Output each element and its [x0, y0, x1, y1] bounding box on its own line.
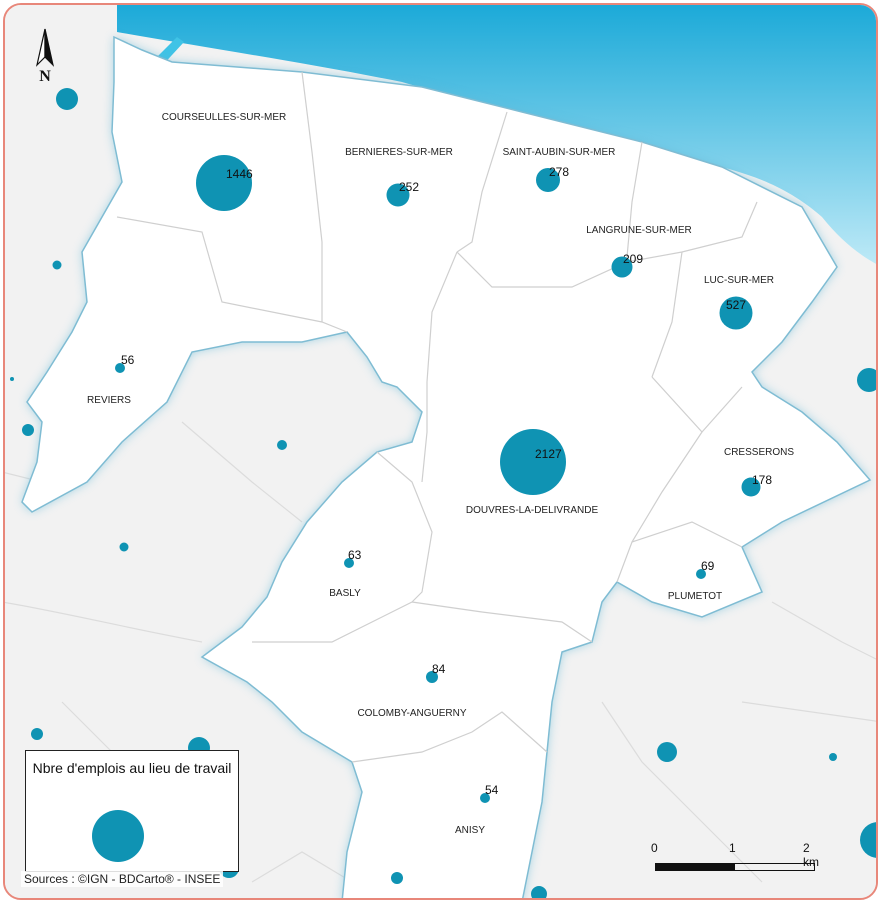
map-canvas: COURSEULLES-SUR-MER BERNIERES-SUR-MER SA…	[5, 5, 876, 898]
commune-boundaries	[116, 71, 758, 763]
symbol-reviers	[115, 363, 125, 373]
north-label: N	[39, 68, 51, 85]
value-courseulles: 1446	[226, 167, 253, 181]
label-cresserons: CRESSERONS	[724, 447, 794, 458]
label-reviers: REVIERS	[87, 395, 131, 406]
outside-dot	[119, 542, 129, 552]
label-colomby: COLOMBY-ANGUERNY	[357, 708, 466, 719]
symbol-cresserons	[741, 477, 761, 497]
legend: Nbre d'emplois au lieu de travail	[25, 750, 239, 872]
value-anisy: 54	[485, 783, 499, 797]
symbol-plumetot	[696, 569, 706, 579]
scale-label-2: 2 km	[803, 841, 819, 869]
commune-values: 1446 252 278 209 527 56 2127 178 69 63 8…	[121, 165, 772, 797]
outside-dot	[657, 742, 677, 762]
north-arrow-icon: N	[33, 27, 63, 87]
scale-label-1: 1	[729, 841, 736, 855]
value-colomby: 84	[432, 662, 446, 676]
scale-label-0: 0	[651, 841, 658, 855]
commune-symbols	[115, 155, 761, 803]
label-plumetot: PLUMETOT	[668, 591, 722, 602]
commune-labels: COURSEULLES-SUR-MER BERNIERES-SUR-MER SA…	[87, 112, 794, 836]
value-plumetot: 69	[701, 559, 715, 573]
outside-dot	[52, 260, 62, 270]
outside-dot	[56, 88, 78, 110]
value-cresserons: 178	[752, 473, 772, 487]
label-courseulles: COURSEULLES-SUR-MER	[162, 112, 286, 123]
label-luc: LUC-SUR-MER	[704, 275, 774, 286]
symbol-anisy	[480, 793, 490, 803]
scale-bar: 0 1 2 km	[651, 841, 821, 881]
label-basly: BASLY	[329, 588, 361, 599]
label-langrune: LANGRUNE-SUR-MER	[586, 225, 692, 236]
symbol-bernieres	[386, 183, 410, 207]
outside-dot	[22, 424, 34, 436]
label-bernieres: BERNIERES-SUR-MER	[345, 147, 453, 158]
scale-bar-graphic	[655, 863, 815, 871]
sea	[117, 5, 876, 264]
value-reviers: 56	[121, 353, 135, 367]
outside-dot	[857, 368, 876, 392]
legend-symbol	[92, 810, 144, 862]
outside-dot	[860, 822, 876, 858]
value-langrune: 209	[623, 252, 643, 266]
label-douvres: DOUVRES-LA-DELIVRANDE	[466, 505, 599, 516]
symbol-courseulles	[196, 155, 252, 211]
legend-title: Nbre d'emplois au lieu de travail	[32, 760, 232, 776]
symbol-douvres	[500, 429, 566, 495]
symbol-basly	[344, 558, 354, 568]
value-luc: 527	[726, 298, 746, 312]
value-basly: 63	[348, 548, 362, 562]
sources-text: Sources : ©IGN - BDCarto® - INSEE	[21, 871, 224, 887]
outside-dot	[31, 728, 43, 740]
symbol-langrune	[611, 256, 633, 278]
symbol-colomby	[426, 671, 438, 683]
value-saint-aubin: 278	[549, 165, 569, 179]
outer-boundaries	[5, 421, 876, 883]
map-frame: COURSEULLES-SUR-MER BERNIERES-SUR-MER SA…	[3, 3, 878, 900]
outside-dot	[829, 753, 837, 761]
value-douvres: 2127	[535, 447, 562, 461]
outside-dot	[10, 377, 14, 381]
symbol-saint-aubin	[536, 168, 560, 192]
label-saint-aubin: SAINT-AUBIN-SUR-MER	[503, 147, 616, 158]
symbol-luc	[719, 296, 753, 330]
outside-dot	[277, 440, 287, 450]
outside-dot	[391, 872, 403, 884]
study-area	[21, 35, 872, 898]
value-bernieres: 252	[399, 180, 419, 194]
label-anisy: ANISY	[455, 825, 485, 836]
outside-dot	[531, 886, 547, 898]
